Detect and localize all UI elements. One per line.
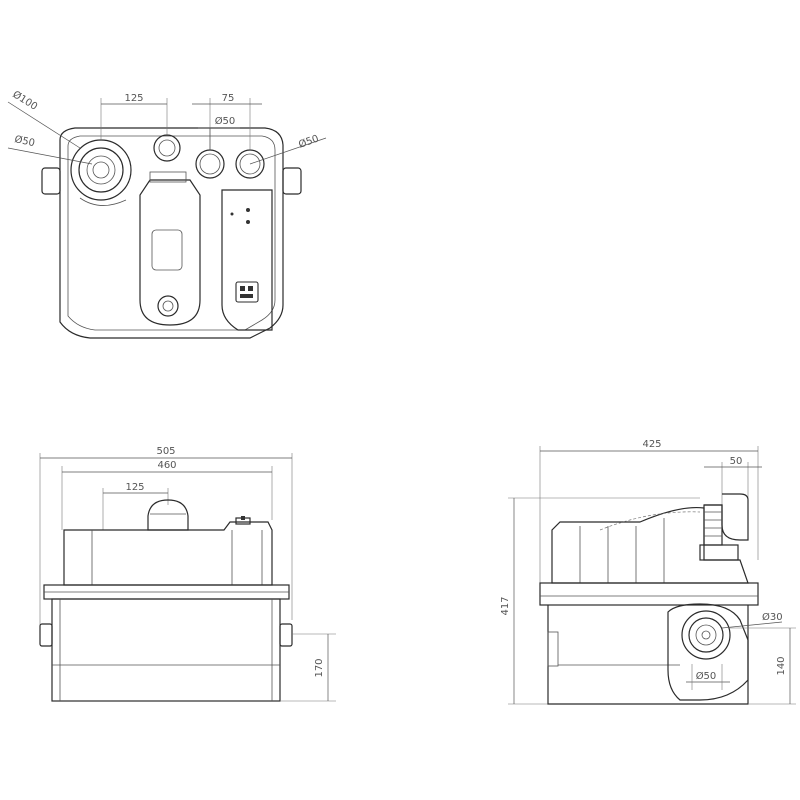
top-dia-50-right: Ø50 <box>297 132 320 150</box>
front-pipe-tip <box>241 516 245 520</box>
switch-indicator-b <box>248 286 253 291</box>
front-left-knob <box>39 623 53 647</box>
top-left-handle <box>41 167 61 195</box>
side-outlet-pipe <box>703 504 723 546</box>
inlet-50-center-inner <box>199 153 221 175</box>
side-pump-mid <box>688 617 724 653</box>
control-switch <box>235 281 259 303</box>
inlet-50-right-inner <box>239 153 261 175</box>
motor-collar <box>149 171 187 183</box>
side-dim-417: 417 <box>500 596 511 615</box>
top-dim-125: 125 <box>124 93 143 104</box>
screw-icon <box>246 208 250 212</box>
front-dim-125: 125 <box>125 482 144 493</box>
side-pump-center <box>701 630 711 640</box>
side-dia-50: Ø50 <box>696 670 717 682</box>
dia-100-leader <box>7 101 81 149</box>
inlet-100-outer <box>70 139 132 201</box>
top-dia-50-center: Ø50 <box>215 115 236 127</box>
front-tank <box>51 598 281 702</box>
dia-50-left-leader <box>7 147 93 165</box>
inlet-50-inner <box>86 155 116 185</box>
side-pipe-collar <box>699 544 739 561</box>
side-belt <box>539 582 759 606</box>
front-dim-170: 170 <box>314 658 325 677</box>
vent-inner <box>158 139 176 157</box>
front-lid <box>63 521 273 586</box>
vent-outer <box>153 134 181 162</box>
inlet-100-inner <box>78 147 124 193</box>
motor-shaft-outer <box>157 295 179 317</box>
top-inner-shell <box>67 135 276 331</box>
switch-indicator-a <box>240 286 245 291</box>
top-outer-shell <box>59 127 284 339</box>
top-view: 125 75 Ø50 Ø100 Ø50 Ø50 <box>7 88 327 339</box>
screw-icon <box>230 212 234 216</box>
front-right-knob <box>279 623 293 647</box>
side-pump-inner <box>695 624 717 646</box>
top-right-handle <box>282 167 302 195</box>
side-dim-50: 50 <box>730 456 743 467</box>
top-dia-100: Ø100 <box>10 88 39 112</box>
side-dim-140: 140 <box>776 656 787 675</box>
side-pump-outer <box>681 610 731 660</box>
inlet-skirt <box>79 197 127 206</box>
side-lid-hidden <box>599 511 701 531</box>
motor-shaft-inner <box>162 300 174 312</box>
side-dim-425: 425 <box>642 439 661 450</box>
front-dim-505: 505 <box>156 446 175 457</box>
front-view: 505 460 125 170 <box>39 446 336 702</box>
motor-housing <box>139 179 201 326</box>
control-panel <box>221 189 273 331</box>
motor-window <box>151 229 183 271</box>
side-dia-30: Ø30 <box>762 611 783 623</box>
side-tank <box>547 605 749 705</box>
screw-icon <box>246 220 250 224</box>
front-dim-460: 460 <box>157 460 176 471</box>
top-dim-75: 75 <box>222 93 235 104</box>
top-dia-50-left: Ø50 <box>13 133 36 149</box>
dia-30-leader <box>721 621 783 629</box>
side-pump-housing <box>667 603 749 701</box>
inlet-center <box>92 161 110 179</box>
front-vent-dome <box>147 499 189 531</box>
side-tank-knob <box>547 631 559 667</box>
side-outlet-elbow <box>704 493 749 541</box>
dia-50-right-leader <box>249 137 327 165</box>
switch-indicator-c <box>240 294 253 298</box>
side-view: 425 50 417 <box>500 439 796 705</box>
